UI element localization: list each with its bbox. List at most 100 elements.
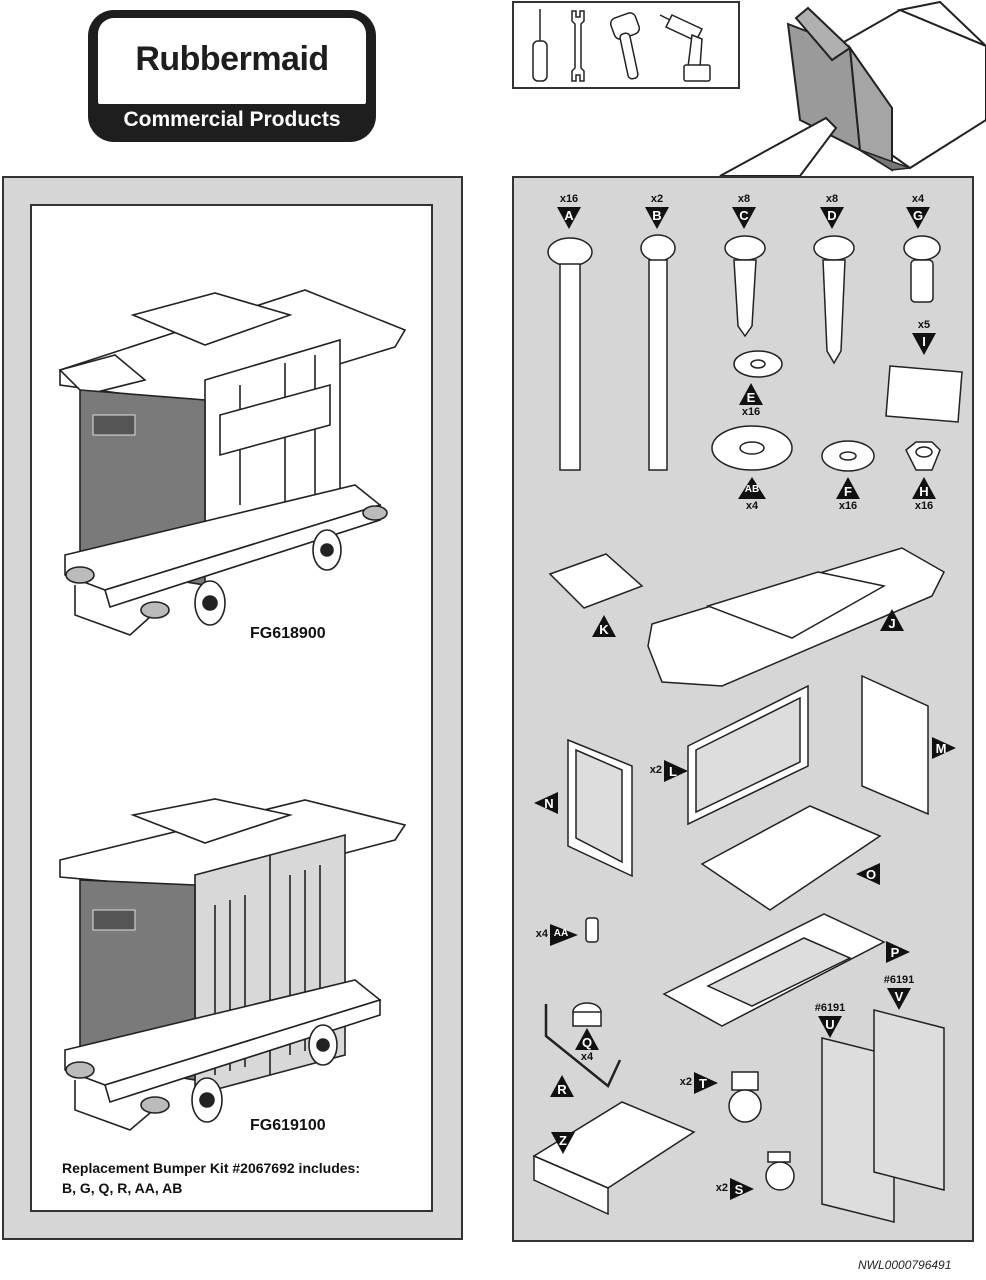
part-letter: Q — [581, 1035, 593, 1050]
part-quantity: x4 — [535, 928, 548, 940]
part-triangle — [592, 615, 616, 637]
part-triangle — [836, 477, 860, 499]
rubbermaid-logo: Rubbermaid ® Commercial Products — [88, 10, 376, 142]
part-quantity: x8 — [825, 193, 839, 205]
part-letter: T — [699, 1076, 707, 1091]
part-letter: C — [739, 208, 749, 223]
part-quantity: x2 — [649, 764, 662, 776]
drill-icon — [659, 14, 711, 82]
part-triangle — [575, 1028, 599, 1050]
logo-subtitle: Commercial Products — [123, 108, 341, 131]
model-label-bottom: FG619100 — [250, 1117, 326, 1134]
part-triangle — [856, 863, 880, 885]
part-letter: K — [599, 622, 609, 637]
part-quantity: x16 — [914, 500, 934, 512]
replacement-kit-text: Replacement Bumper Kit #2067692 includes… — [62, 1158, 360, 1198]
part-letter: S — [734, 1182, 744, 1197]
part-triangle — [818, 1016, 842, 1038]
part-label-u: U #6191 — [815, 1002, 845, 1038]
part-letter: J — [888, 616, 896, 631]
part-triangle — [739, 383, 763, 405]
part-quantity: x16 — [559, 193, 579, 205]
part-triangle — [645, 207, 669, 229]
part-letter: AA — [553, 928, 569, 939]
part-label-j: J — [880, 609, 904, 631]
part-letter: A — [564, 208, 574, 223]
part-triangle — [732, 207, 756, 229]
part-triangle — [912, 477, 936, 499]
kit-line-1: Replacement Bumper Kit #2067692 includes… — [62, 1160, 361, 1176]
logo-brand: Rubbermaid — [135, 40, 329, 78]
wrench-icon — [571, 10, 585, 82]
part-label-v: V#6191 — [884, 974, 914, 1010]
logo-registered: ® — [355, 86, 364, 98]
part-letter: N — [544, 796, 554, 811]
part-quantity: x4 — [911, 193, 925, 205]
part-letter: Z — [559, 1133, 567, 1148]
part-triangle — [738, 477, 766, 499]
part-label-n: N — [534, 792, 558, 814]
part-letter: E — [746, 390, 756, 405]
part-quantity: x2 — [715, 1182, 728, 1194]
part-quantity: x4 — [580, 1051, 594, 1063]
part-letter: AB — [744, 484, 760, 495]
part-label-k: K — [592, 615, 616, 637]
part-letter: R — [557, 1082, 567, 1097]
part-letter: O — [865, 867, 877, 882]
part-triangle — [557, 207, 581, 229]
part-letter: L — [669, 764, 677, 779]
part-triangle — [912, 333, 936, 355]
part-triangle — [887, 988, 911, 1010]
logo-inner: Rubbermaid — [98, 18, 366, 104]
part-triangle — [906, 207, 930, 229]
part-triangle — [550, 1075, 574, 1097]
part-triangle — [694, 1072, 718, 1094]
part-label-r: R — [550, 1075, 574, 1097]
part-triangle — [886, 941, 910, 963]
part-triangle — [820, 207, 844, 229]
parts-drawings: 170-205 — [532, 234, 963, 1223]
part-triangle — [551, 1132, 575, 1154]
kit-line-2: B, G, Q, R, AA, AB — [62, 1180, 183, 1196]
model-label-top: FG618900 — [250, 625, 326, 642]
cart-fg618900-illustration — [58, 289, 407, 636]
part-letter: U — [825, 1017, 835, 1032]
part-triangle — [550, 924, 578, 946]
part-quantity: x2 — [679, 1076, 692, 1088]
part-triangle — [880, 609, 904, 631]
screwdriver-icon — [532, 9, 548, 82]
part-letter: I — [922, 334, 926, 349]
part-quantity: #6191 — [814, 1002, 846, 1014]
part-quantity: x8 — [737, 193, 751, 205]
part-letter: B — [652, 208, 662, 223]
part-letter: F — [844, 484, 852, 499]
cart-fg619100-illustration — [59, 798, 407, 1131]
part-label-ab: AB x4 — [738, 477, 766, 512]
part-quantity: x16 — [741, 406, 761, 418]
tools-box — [512, 1, 740, 89]
part-triangle — [730, 1178, 754, 1200]
part-triangle — [932, 737, 956, 759]
part-letter: M — [935, 741, 947, 756]
part-label-o: O — [856, 863, 880, 885]
part-quantity: x4 — [745, 500, 759, 512]
part-triangle — [664, 760, 688, 782]
part-letter: H — [919, 484, 929, 499]
part-label-m: M — [932, 737, 956, 759]
part-quantity: #6191 — [883, 974, 915, 986]
part-letter: P — [890, 945, 900, 960]
part-quantity: x5 — [917, 319, 931, 331]
part-triangle — [534, 792, 558, 814]
